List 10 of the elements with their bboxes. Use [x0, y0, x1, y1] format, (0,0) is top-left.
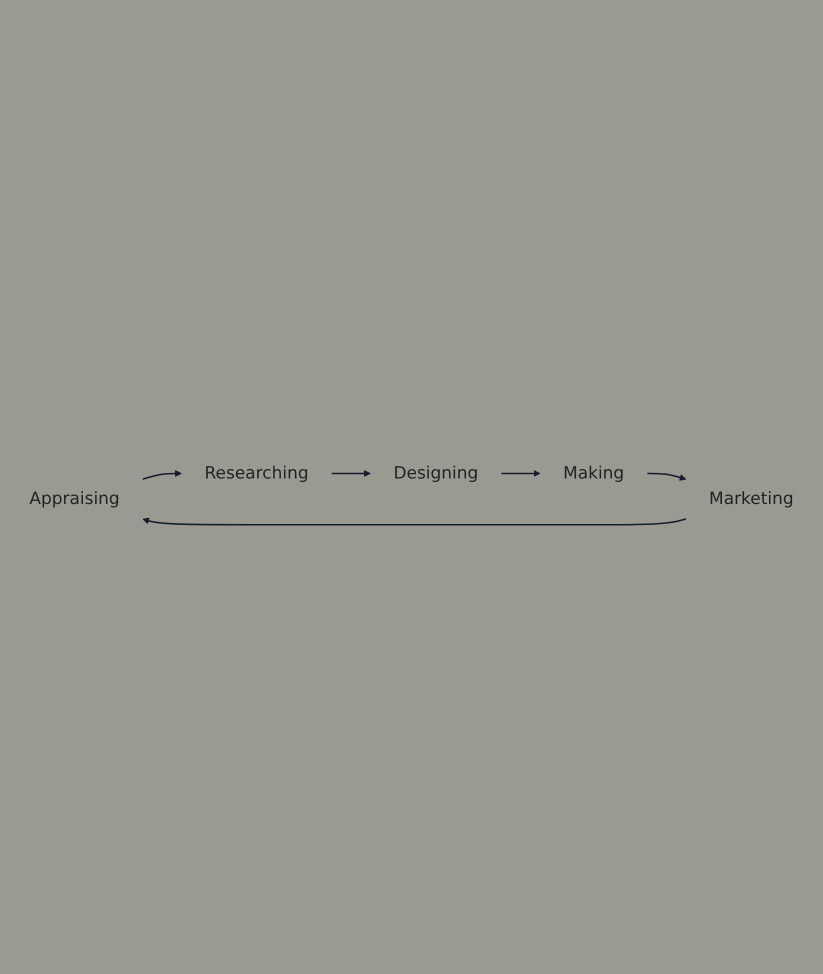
- arrow: [501, 470, 540, 477]
- node-text: Appraising: [29, 490, 120, 509]
- node-text: Researching: [204, 464, 309, 484]
- arrow: [142, 470, 182, 480]
- node-text: Making: [563, 464, 624, 484]
- arrow: [647, 472, 686, 481]
- arrow: [142, 518, 686, 526]
- node-text: Designing: [393, 464, 478, 484]
- arrow: [332, 470, 371, 477]
- node-text: Marketing: [709, 490, 794, 509]
